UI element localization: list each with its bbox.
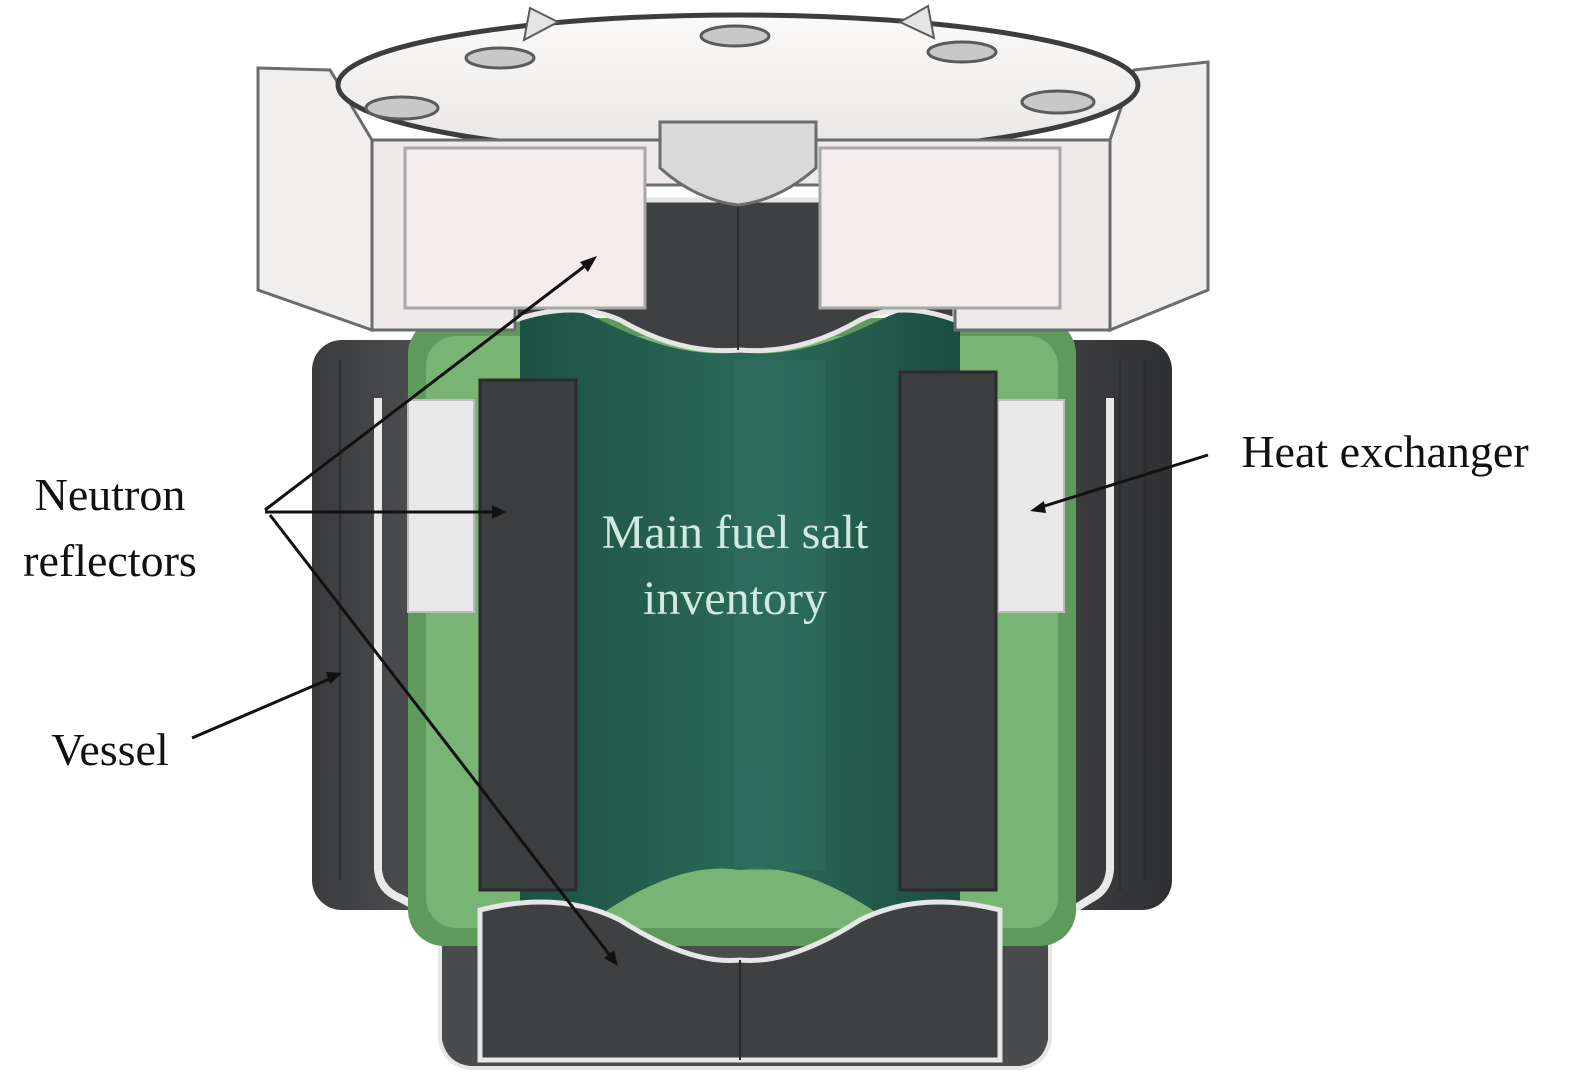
fuel-core-light-band — [735, 360, 825, 870]
label-neutron-reflectors-line1: Neutron — [35, 469, 186, 520]
leader-reflector-bottom — [268, 514, 614, 959]
label-neutron-reflectors-line2: reflectors — [23, 535, 197, 586]
lid-central-inlet — [658, 120, 818, 207]
label-heat-exchanger: Heat exchanger — [1241, 426, 1528, 477]
leader-reflector-top — [264, 260, 591, 512]
lid-holes — [364, 24, 1096, 121]
lid-panel-left — [403, 146, 647, 310]
label-vessel: Vessel — [51, 724, 169, 775]
neutron-reflector-right — [898, 370, 998, 892]
arrowhead-reflector-side — [492, 505, 506, 519]
leader-lines — [191, 260, 1209, 959]
lid-fin-top-left — [522, 6, 561, 42]
heat-exchanger-left — [407, 399, 475, 613]
arrowhead-vessel — [326, 672, 342, 684]
heat-exchanger-right — [997, 399, 1065, 613]
neutron-reflector-left — [478, 378, 578, 892]
leader-heat-exchanger — [1037, 453, 1209, 510]
label-main-fuel-salt-line1: Main fuel salt — [602, 506, 869, 559]
vessel-ribs — [338, 360, 1147, 890]
top-lid — [256, 4, 1210, 333]
arrowhead-reflector-top — [580, 256, 597, 272]
arrow-heads — [326, 256, 1046, 966]
arrowhead-heat-exchanger — [1030, 501, 1046, 513]
lid-fin-top-right — [897, 4, 936, 40]
leader-vessel — [191, 675, 335, 740]
arrowhead-reflector-bottom — [604, 950, 618, 966]
lid-panel-right — [818, 146, 1062, 310]
label-main-fuel-salt-line2: inventory — [643, 572, 827, 625]
